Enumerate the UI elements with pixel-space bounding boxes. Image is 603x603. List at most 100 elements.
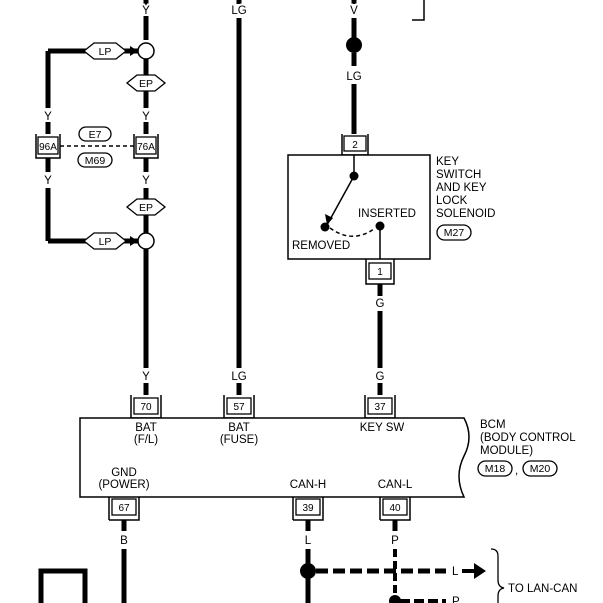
center-lg-harness: LG LG — [229, 0, 249, 395]
bcm-box — [79, 417, 470, 498]
svg-text:M18: M18 — [485, 463, 506, 475]
lp-splice-top-node — [137, 42, 155, 60]
ks-ref-m27: M27 — [436, 224, 472, 241]
svg-text:M69: M69 — [85, 155, 106, 167]
m69-ref: M69 — [77, 152, 113, 168]
bcm-pin-39-label: CAN-H — [290, 479, 326, 491]
left-y-harness: Y LP EP Y Y 96A 76A — [35, 0, 167, 395]
lp-bottom-badge: LP — [82, 232, 128, 250]
can-h-arrow-head — [474, 563, 486, 579]
lp-splice-bottom-node — [137, 232, 155, 250]
can-right-p-label: P — [452, 596, 460, 603]
ks-inserted-dashed-path — [329, 227, 375, 237]
bcm-connector-57: 57 — [223, 395, 255, 419]
svg-text:EP: EP — [139, 202, 153, 214]
svg-text:70: 70 — [140, 402, 152, 413]
svg-text:40: 40 — [389, 503, 401, 514]
ep-bottom-badge: EP — [125, 198, 167, 216]
svg-text:57: 57 — [233, 402, 245, 413]
bcm-connector-70: 70 — [130, 395, 162, 419]
ks-removed-contact — [320, 222, 330, 232]
svg-text:EP: EP — [139, 78, 153, 90]
can-l-junction — [389, 595, 401, 603]
lg-wire-top-label: LG — [231, 5, 246, 17]
left-loop-y-label-bottom: Y — [44, 175, 52, 187]
lg-wire-bcm-label: LG — [231, 371, 246, 383]
key-switch-connector-2: 2 — [341, 134, 369, 156]
v-lg-junction — [346, 37, 362, 53]
v-wire-label: V — [350, 5, 358, 17]
svg-text:M27: M27 — [444, 227, 465, 239]
svg-text:E7: E7 — [89, 129, 102, 141]
bottom-harness: B L P L P TO LAN-CAN — [38, 520, 577, 603]
connector-96a: 96A — [35, 134, 61, 159]
ks-title-line-3: AND KEY — [436, 182, 487, 194]
ks-removed-label: REMOVED — [292, 240, 350, 252]
bcm-pin-70-label-1: BAT — [135, 422, 157, 434]
bcm-module: 70 57 37 BAT (F/L) BAT (FUSE) KEY SW GND… — [79, 395, 576, 521]
lp-top-badge: LP — [82, 42, 128, 60]
lp-top-arrow-head — [130, 46, 138, 56]
ks-title-line-1: KEY — [436, 156, 459, 168]
svg-text:67: 67 — [118, 503, 130, 514]
bcm-title-line-1: BCM — [480, 419, 506, 431]
lp-bottom-arrow-head — [130, 236, 138, 246]
lg-wire-right-label: LG — [346, 71, 361, 83]
g-wire-label-1: G — [376, 298, 385, 310]
svg-text:76A: 76A — [137, 142, 155, 153]
svg-text:37: 37 — [374, 402, 386, 413]
g-wire-label-2: G — [376, 371, 385, 383]
svg-text:LP: LP — [99, 236, 112, 248]
main-y-label-1: Y — [142, 111, 150, 123]
bcm-pin-70-label-2: (F/L) — [134, 434, 158, 446]
ground-bracket — [38, 568, 88, 603]
l-wire-label: L — [305, 535, 312, 547]
can-right-l-label: L — [452, 566, 459, 578]
svg-text:39: 39 — [302, 503, 314, 514]
ks-title-line-5: SOLENOID — [436, 208, 495, 220]
ks-blade-arrow — [325, 214, 333, 225]
p-wire-label: P — [391, 535, 399, 547]
y-wire-top-label: Y — [142, 5, 150, 17]
ks-switch-blade — [326, 175, 355, 226]
can-h-junction — [300, 563, 316, 579]
bcm-connector-40: 40 — [379, 497, 411, 521]
lan-can-label: TO LAN-CAN — [508, 583, 577, 595]
lan-can-brace — [490, 548, 505, 603]
bcm-pin-37-label: KEY SW — [360, 422, 405, 434]
ks-inserted-label: INSERTED — [358, 208, 416, 220]
bcm-pin-67-label-2: (POWER) — [98, 479, 149, 491]
right-harness: V LG 2 INSERTED REMOVED KEY SWITCH AND K… — [287, 0, 495, 395]
bcm-title-line-3: MODULE) — [480, 445, 533, 457]
bcm-ref-separator: , — [515, 465, 518, 477]
bcm-ref-m18: M18 — [477, 460, 513, 477]
svg-text:LP: LP — [99, 46, 112, 58]
bcm-connector-39: 39 — [292, 497, 324, 521]
key-switch-box — [287, 154, 431, 260]
bcm-pin-67-label-1: GND — [111, 467, 137, 479]
top-right-bracket — [412, 0, 425, 21]
svg-text:2: 2 — [352, 140, 358, 151]
bcm-pin-40-label: CAN-L — [378, 479, 413, 491]
e7-ref: E7 — [78, 126, 112, 142]
svg-text:1: 1 — [377, 267, 383, 278]
y-wire-bcm-label: Y — [142, 371, 150, 383]
connector-76a: 76A — [133, 134, 159, 159]
ks-title-line-2: SWITCH — [436, 169, 481, 181]
svg-text:96A: 96A — [39, 142, 57, 153]
bcm-connector-67: 67 — [108, 497, 140, 521]
key-switch-connector-1: 1 — [365, 259, 395, 285]
bcm-title-line-2: (BODY CONTROL — [480, 432, 576, 444]
main-y-label-2: Y — [142, 175, 150, 187]
bcm-ref-m20: M20 — [522, 460, 558, 477]
svg-text:M20: M20 — [530, 463, 551, 475]
b-wire-label: B — [120, 535, 128, 547]
bcm-pin-57-label-1: BAT — [228, 422, 250, 434]
left-loop-y-label-top: Y — [44, 111, 52, 123]
ks-title-line-4: LOCK — [436, 195, 468, 207]
bcm-connector-37: 37 — [364, 395, 396, 419]
ep-top-badge: EP — [125, 74, 167, 92]
bcm-pin-57-label-2: (FUSE) — [220, 434, 259, 446]
